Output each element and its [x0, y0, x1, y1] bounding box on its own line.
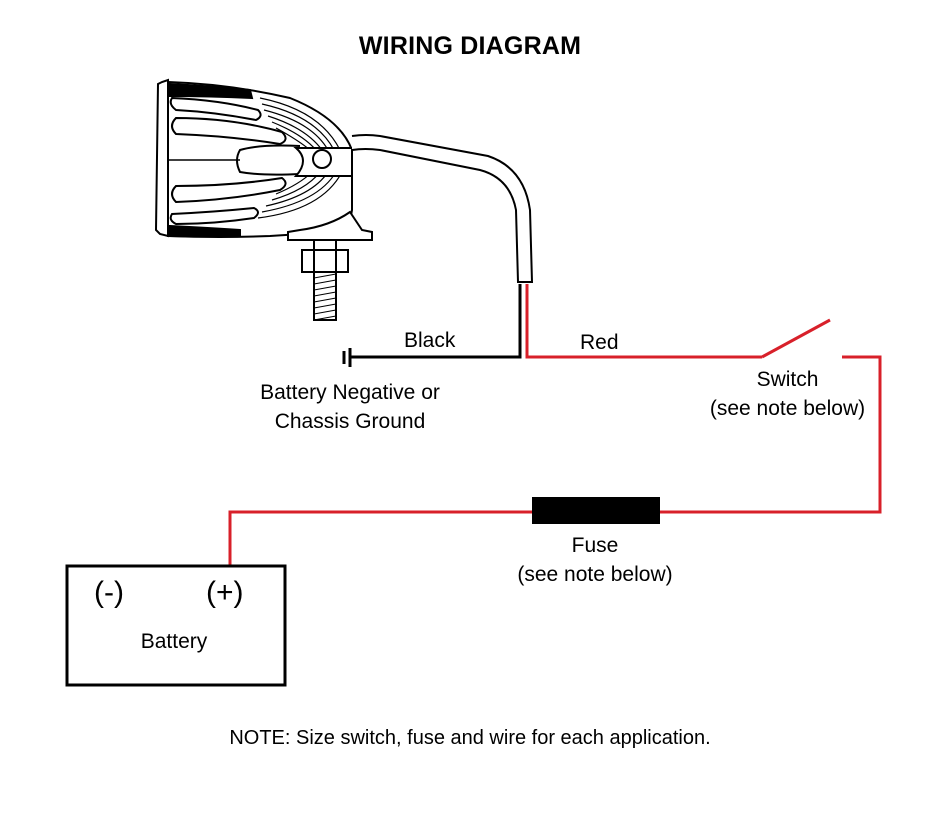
battery-label: Battery [140, 630, 208, 653]
ground-label: Battery Negative or Chassis Ground [230, 378, 470, 436]
note-text: NOTE: Size switch, fuse and wire for eac… [229, 727, 711, 749]
fuse-label: Fuse (see note below) [480, 531, 710, 589]
red-wire-to-switch [525, 284, 762, 359]
black-wire-label: Black [404, 329, 456, 352]
light-fixture-icon [154, 78, 534, 321]
battery-positive-terminal: (+) [206, 576, 244, 609]
red-wire-switch-to-fuse [660, 355, 882, 514]
battery-negative-terminal: (-) [94, 576, 124, 609]
fuse-icon [532, 497, 660, 524]
switch-lever-icon [761, 318, 831, 359]
page-title: WIRING DIAGRAM [358, 32, 582, 60]
ground-label-line2: Chassis Ground [274, 410, 426, 433]
ground-symbol-icon [342, 348, 352, 367]
switch-label-line1: Switch [756, 368, 819, 391]
switch-label-line2: (see note below) [709, 397, 866, 420]
fuse-label-line1: Fuse [571, 534, 619, 557]
red-wire-label: Red [580, 331, 619, 354]
black-wire [350, 284, 522, 359]
fuse-label-line2: (see note below) [517, 563, 673, 586]
switch-label: Switch (see note below) [680, 365, 895, 423]
ground-label-line1: Battery Negative or [260, 381, 440, 404]
battery-box [65, 564, 287, 687]
red-wire-fuse-to-battery [228, 510, 532, 566]
